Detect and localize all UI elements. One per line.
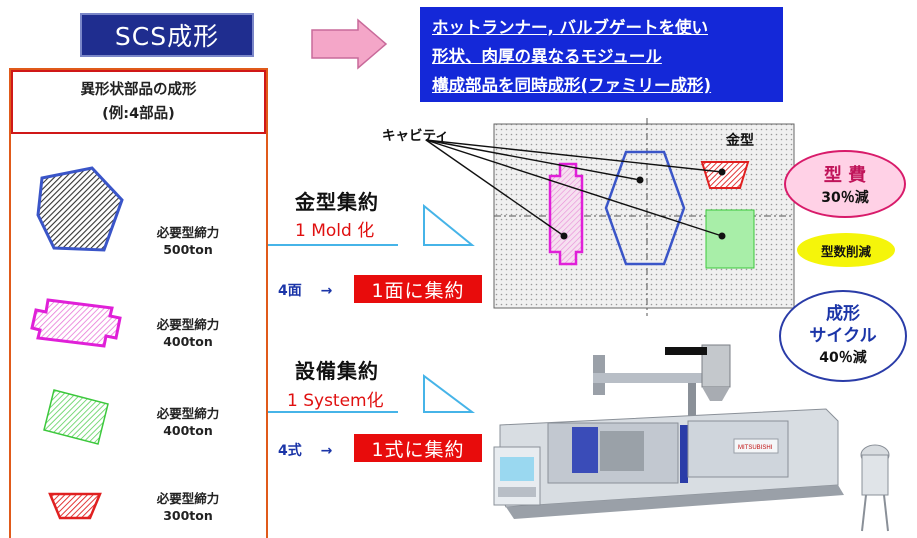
part-2-shape [30, 298, 122, 348]
part-1-label-text: 必要型締力 [156, 225, 220, 240]
cavity-blue [604, 150, 686, 266]
system-result-box: 1式に集約 [354, 434, 482, 462]
cycle-badge-line1: 成形 [826, 304, 860, 324]
system-count-before: 4式 → [278, 440, 332, 460]
part-1-label: 必要型締力 500ton [143, 224, 233, 258]
parts-panel-heading: 異形状部品の成形 (例:4部品) [11, 70, 266, 134]
mold-diagram [425, 118, 795, 316]
part-2-force: 400ton [163, 334, 213, 349]
part-4-force: 300ton [163, 508, 213, 523]
cavity-green [705, 209, 755, 269]
mold-consolidation-subtitle: 1 Mold 化 [295, 221, 375, 241]
cost-reduction-badge: 型 費 30％減 [784, 150, 906, 218]
banner-line-2: 形状、肉厚の異なるモジュール [432, 47, 662, 66]
banner-line-1: ホットランナー, バルブゲートを使い [432, 18, 709, 37]
cycle-badge-line2: サイクル [809, 326, 877, 346]
mold-result-text: 1面に集約 [371, 279, 465, 302]
mold-count-reduction-text: 型数削減 [820, 243, 871, 259]
mold-count-text: 4面 [278, 283, 302, 299]
mold-consolidation-title: 金型集約 [295, 190, 379, 214]
system-consolidation-title: 設備集約 [295, 359, 379, 383]
cycle-badge-line3: 40％減 [819, 350, 867, 366]
part-4-shape [48, 492, 102, 520]
page-title-text: SCS成形 [114, 22, 220, 51]
feature-banner: ホットランナー, バルブゲートを使い 形状、肉厚の異なるモジュール 構成部品を同… [420, 7, 783, 102]
system-consolidation-subtitle: 1 System化 [287, 391, 384, 411]
cavity-pink [548, 162, 584, 266]
arrow-right-icon [311, 18, 388, 70]
mold-result-box: 1面に集約 [354, 275, 482, 303]
mold-count-reduction-badge: 型数削減 [797, 233, 895, 267]
part-4-label-text: 必要型締力 [156, 491, 220, 506]
machine-maker-text: MITSUBISHI [738, 445, 773, 451]
part-3-label: 必要型締力 400ton [143, 405, 233, 439]
part-4-label: 必要型締力 300ton [143, 490, 233, 524]
cavity-leader-lines [425, 139, 723, 237]
cavity-leader-dots [560, 168, 726, 240]
system-result-text: 1式に集約 [371, 438, 465, 461]
part-3-label-text: 必要型締力 [156, 406, 220, 421]
cost-badge-line2: 30％減 [821, 190, 869, 206]
system-pointer-lines [268, 374, 475, 413]
part-shapes [30, 166, 124, 520]
part-2-label: 必要型締力 400ton [143, 316, 233, 350]
part-1-shape [36, 166, 124, 252]
mold-label: 金型 [726, 133, 754, 149]
mold-count-arrow: → [320, 283, 333, 299]
mold-count-before: 4面 → [278, 280, 332, 300]
page-title: SCS成形 [80, 13, 254, 57]
parts-heading-line2: (例:4部品) [102, 106, 175, 122]
part-3-shape [43, 389, 109, 445]
injection-molding-machine-image: MITSUBISHI [493, 344, 890, 532]
system-count-arrow: → [320, 443, 333, 459]
cavity-red [700, 161, 750, 189]
part-3-force: 400ton [163, 423, 213, 438]
parts-heading-line1: 異形状部品の成形 [80, 82, 197, 98]
banner-line-3: 構成部品を同時成形(ファミリー成形) [432, 76, 712, 95]
part-1-force: 500ton [163, 242, 213, 257]
part-2-label-text: 必要型締力 [156, 317, 220, 332]
mold-pointer-lines [268, 204, 475, 246]
system-count-text: 4式 [278, 443, 302, 459]
cost-badge-line1: 型 費 [823, 165, 867, 186]
parts-panel [9, 68, 268, 538]
cycle-reduction-badge: 成形 サイクル 40％減 [779, 290, 907, 382]
